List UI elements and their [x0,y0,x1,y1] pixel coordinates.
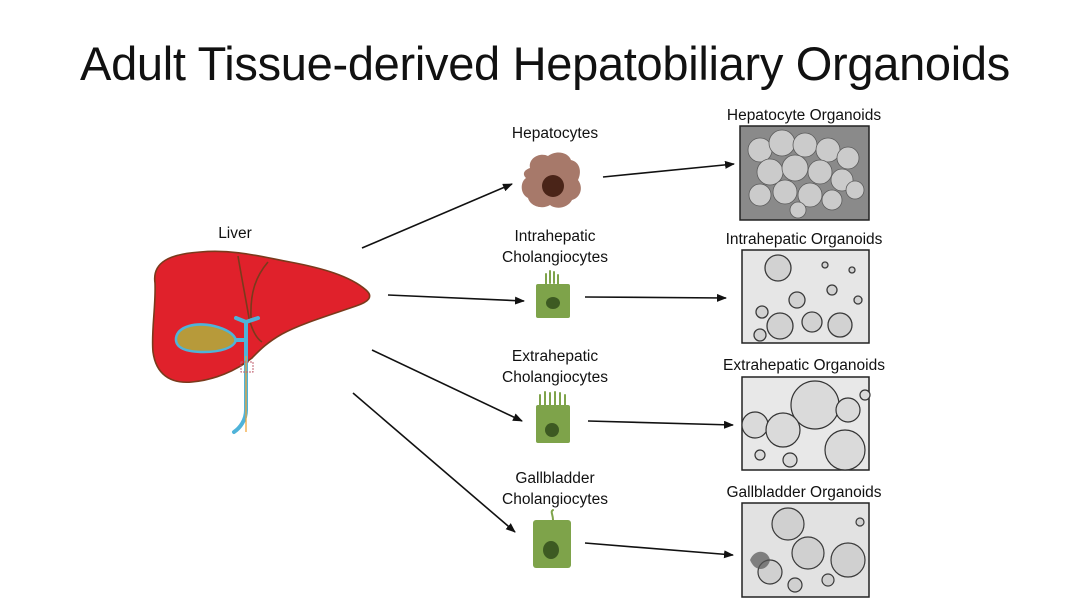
arrow-to-intrahepatic-organoids [584,293,727,302]
gallbladder-organoids-label: Gallbladder Organoids [726,484,882,501]
arrow-liver-to-intrahepatic [387,294,525,305]
arrow-to-extrahepatic-organoids [587,420,734,429]
liver-label: Liver [218,225,252,242]
ciliated-cholangiocyte-icon [536,391,570,443]
gallbladder-cholangiocyte-icon [533,509,571,568]
extrahepatic-organoid-image [741,376,871,471]
arrow-to-gallbladder-organoids [584,542,734,559]
gallbladder-organoid-image [741,502,870,598]
hepatocytes-label: Hepatocytes [511,125,599,142]
hepatocyte-organoids-label: Hepatocyte Organoids [726,107,882,124]
hepatocyte-cell-icon [521,152,581,208]
hepatocyte-organoid-image [739,125,870,221]
arrow-liver-to-extrahepatic [371,349,523,422]
bile-duct [232,320,248,434]
arrow-liver-to-hepatocytes [361,183,513,249]
intrahepatic-organoid-image [741,249,870,344]
arrow-liver-to-gallbladder [352,392,516,533]
intrahepatic-organoids-label: Intrahepatic Organoids [725,231,883,248]
page-title: Adult Tissue-derived Hepatobiliary Organ… [80,37,1010,90]
gallbladder-cholangiocytes-label: Gallbladder Cholangiocytes [502,470,608,508]
columnar-cholangiocyte-icon [536,270,570,318]
extrahepatic-cholangiocytes-label: Extrahepatic Cholangiocytes [502,348,608,386]
arrow-to-hepatocyte-organoids [602,160,735,178]
extrahepatic-organoids-label: Extrahepatic Organoids [723,357,885,374]
liver-icon [151,250,371,434]
intrahepatic-cholangiocytes-label: Intrahepatic Cholangiocytes [502,228,608,266]
